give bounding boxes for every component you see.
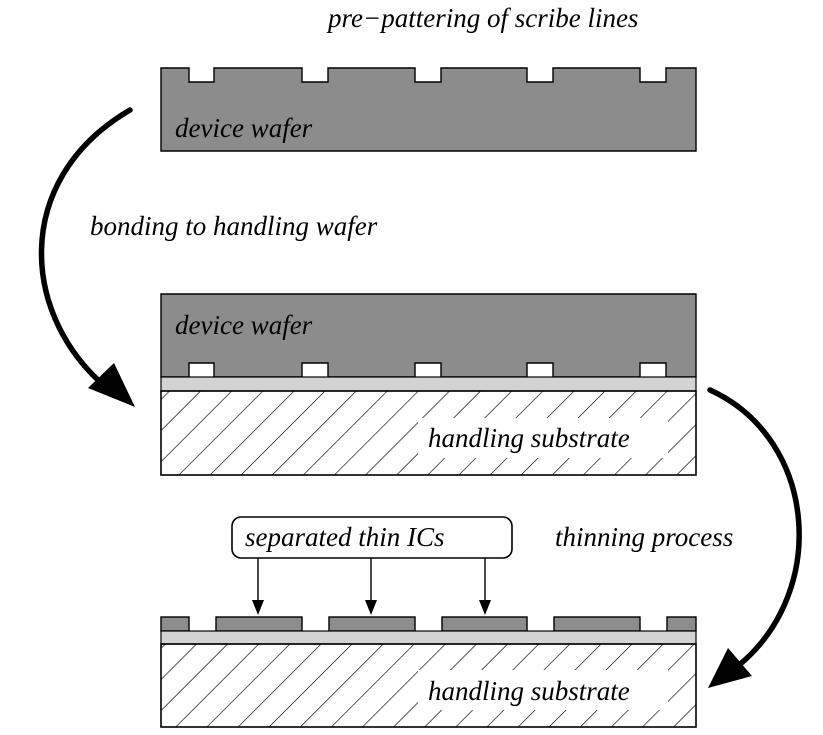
- step-label-thinning: thinning process: [555, 522, 733, 552]
- bonding-layer-1: [160, 376, 697, 392]
- handling-substrate-2: [160, 643, 697, 728]
- thin-ic-segment: [328, 616, 416, 632]
- thin-ic-segment: [441, 616, 528, 632]
- device-wafer-label-bonded: device wafer: [175, 310, 313, 340]
- thin-ic-segment: [215, 616, 303, 632]
- step-label-bonding: bonding to handling wafer: [90, 211, 378, 241]
- callout-label: separated thin ICs: [245, 522, 445, 552]
- device-wafer-bonded: [160, 293, 697, 378]
- thin-ic-segment: [666, 616, 697, 632]
- callout-box: [231, 516, 513, 559]
- device-wafer-label-top: device wafer: [175, 113, 313, 143]
- thin-ic-segment: [160, 616, 190, 632]
- callout-pointers: [252, 558, 491, 615]
- handling-substrate-label-1: handling substrate: [428, 423, 630, 453]
- handling-substrate-1: [160, 390, 697, 476]
- thin-ic-segments: [160, 616, 697, 632]
- thinning-arrow: [707, 387, 802, 688]
- device-wafer-prepatterned: [160, 67, 697, 152]
- bonding-layer-2: [160, 630, 697, 645]
- handling-substrate-label-2: handling substrate: [428, 676, 630, 706]
- thin-ic-segment: [553, 616, 641, 632]
- bonding-arrow: [38, 107, 135, 407]
- step-label-prepatterning: pre−pattering of scribe lines: [326, 3, 638, 33]
